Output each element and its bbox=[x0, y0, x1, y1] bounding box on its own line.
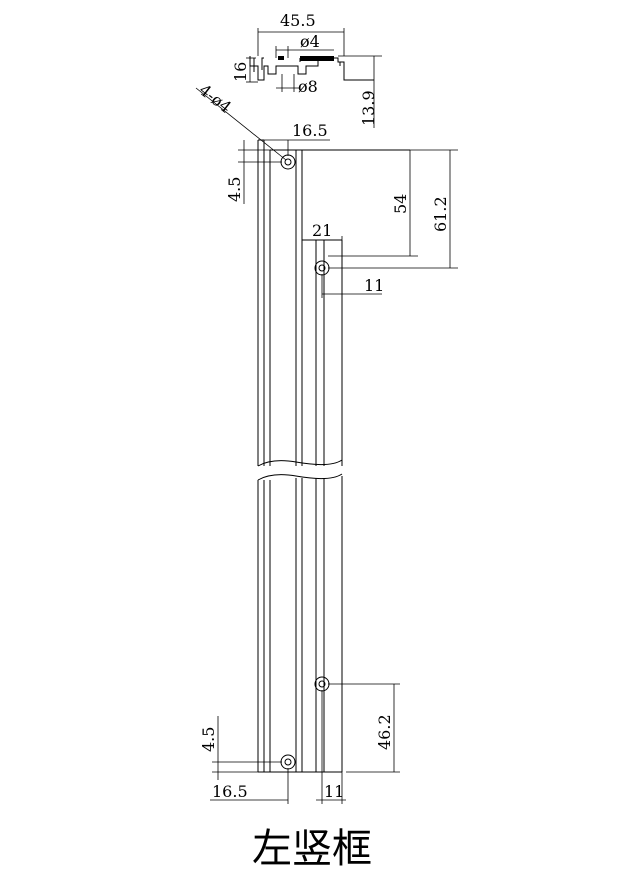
frame-lower bbox=[257, 473, 343, 773]
leader-line bbox=[195, 87, 287, 161]
lower-dimensions: 46.2 4.5 16.5 11 bbox=[199, 683, 400, 804]
dim-inner-hole-drop: 54 bbox=[391, 194, 410, 214]
mount-hole bbox=[314, 676, 330, 692]
profile-section: 45.5 ø4 ø8 16 13.9 bbox=[231, 11, 382, 128]
mount-hole bbox=[280, 154, 296, 170]
dim-profile-height: 13.9 bbox=[359, 90, 378, 126]
drawing-title: 左竖框 bbox=[252, 826, 372, 872]
upper-dimensions: 16.5 4.5 54 61.2 21 11 bbox=[225, 121, 458, 298]
dim-bottom-offset-x: 16.5 bbox=[212, 782, 248, 801]
dim-profile-width: 45.5 bbox=[280, 11, 316, 30]
break-line bbox=[257, 473, 343, 481]
profile-fill bbox=[278, 56, 284, 60]
holes-callout: 4-ø4 bbox=[195, 80, 287, 161]
dim-flange-width: 21 bbox=[312, 221, 332, 240]
dim-profile-depth: 16 bbox=[231, 62, 250, 82]
profile-outline bbox=[249, 56, 374, 81]
dim-bottom-offset-y: 4.5 bbox=[199, 727, 218, 752]
dim-top-offset-x: 16.5 bbox=[292, 121, 328, 140]
dim-inner-offset: 11 bbox=[364, 276, 384, 295]
mount-hole bbox=[280, 754, 296, 770]
dim-total-drop: 61.2 bbox=[431, 196, 450, 232]
mount-hole bbox=[318, 680, 326, 688]
mount-hole bbox=[314, 260, 330, 276]
profile-inner bbox=[253, 57, 341, 72]
profile-fill bbox=[300, 56, 334, 61]
break-line bbox=[257, 459, 343, 467]
dim-bottom-hole-rise: 46.2 bbox=[375, 714, 394, 750]
mount-hole bbox=[318, 264, 326, 272]
frame-upper bbox=[257, 139, 410, 467]
dim-hole-small: ø4 bbox=[300, 32, 320, 51]
dim-holes-callout: 4-ø4 bbox=[196, 80, 236, 117]
dim-bottom-inner-offset: 11 bbox=[324, 782, 344, 801]
mount-hole bbox=[284, 158, 292, 166]
dim-hole-large: ø8 bbox=[298, 77, 318, 96]
mount-hole bbox=[284, 758, 292, 766]
dim-top-offset-y: 4.5 bbox=[225, 177, 244, 202]
